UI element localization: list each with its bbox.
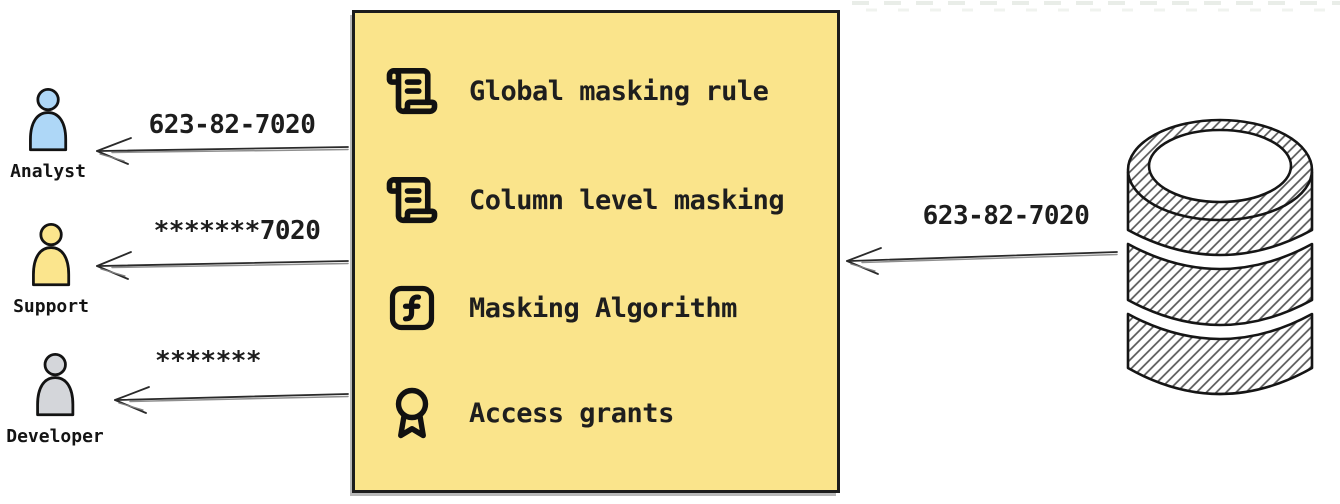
analyst-user-icon [28, 87, 68, 152]
persona-name: Developer [6, 426, 104, 447]
persona-developer: Developer [6, 351, 104, 447]
developer-user-icon [35, 352, 75, 417]
function-square-icon [385, 280, 439, 336]
masking-rule-label: Global masking rule [469, 75, 769, 107]
masking-rules-box: Global masking rule Column level masking… [352, 10, 840, 493]
masking-rule-row: Access grants [385, 385, 674, 441]
top-border-sketch [852, 1, 1340, 12]
masking-rule-label: Access grants [469, 397, 674, 429]
persona-name: Analyst [10, 161, 86, 182]
award-icon [385, 385, 439, 441]
persona-support: Support [13, 221, 89, 317]
masking-rule-label: Column level masking [469, 184, 785, 216]
database-icon [1126, 118, 1314, 396]
masked-value-support: *******7020 [153, 216, 321, 246]
scroll-text-icon [385, 63, 439, 119]
masked-value-analyst: 623-82-7020 [148, 110, 316, 140]
masking-rule-row: Column level masking [385, 172, 785, 228]
masking-rule-row: Masking Algorithm [385, 280, 737, 336]
arrow-to-support [96, 251, 349, 280]
arrow-to-developer [114, 386, 349, 414]
support-user-icon [31, 222, 71, 287]
arrow-database-to-box [846, 247, 1118, 275]
masking-rule-row: Global masking rule [385, 63, 769, 119]
arrow-to-analyst [96, 137, 349, 165]
masked-value-developer: ******* [154, 346, 262, 376]
persona-name: Support [13, 296, 89, 317]
persona-analyst: Analyst [10, 86, 86, 182]
database-original-value: 623-82-7020 [922, 201, 1090, 231]
masking-rule-label: Masking Algorithm [469, 292, 737, 324]
scroll-text-icon [385, 172, 439, 228]
